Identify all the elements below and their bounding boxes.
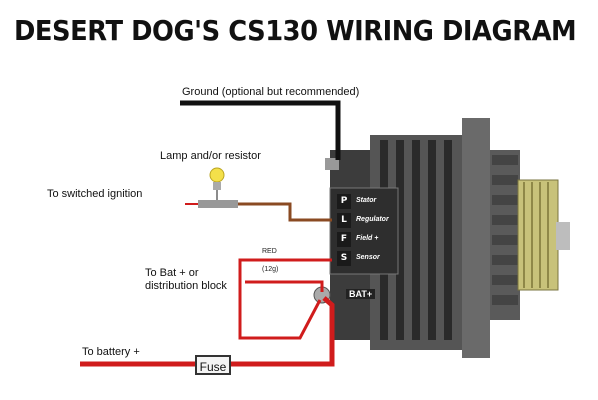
page-title: DESERT DOG'S CS130 WIRING DIAGRAM [14, 14, 577, 47]
shaft [556, 222, 570, 250]
ground-wire [180, 100, 341, 160]
bat-plus-label-line2: distribution block [145, 280, 227, 292]
resistor [198, 200, 238, 208]
bat-plus-terminal-label: BAT+ [346, 289, 376, 299]
bat-plus-label-line1: To Bat + or [145, 267, 199, 279]
lamp-label: Lamp and/or resistor [160, 150, 261, 162]
wire-color-label: RED [262, 248, 277, 255]
fan-blades [492, 155, 518, 305]
ground-bolt [325, 158, 339, 170]
fuse-to-bat-wire [231, 296, 335, 367]
pulley-grooves [523, 182, 549, 288]
terminal-f: F [337, 232, 351, 247]
terminal-p: P [337, 194, 351, 209]
lamp-base [213, 182, 221, 190]
battery-label: To battery + [82, 346, 140, 358]
terminal-s: S [337, 251, 351, 266]
terminal-f-name: Field + [356, 235, 379, 242]
terminal-s-name: Sensor [356, 254, 380, 261]
ignition-label: To switched ignition [47, 188, 143, 200]
alternator-front-housing [462, 118, 490, 358]
lamp-regulator-wire [238, 202, 332, 222]
fuse: Fuse [195, 355, 231, 375]
terminal-l: L [337, 213, 351, 228]
terminal-p-name: Stator [356, 197, 377, 204]
wire-gauge-label: (12g) [262, 266, 279, 273]
ground-label: Ground (optional but recommended) [182, 86, 360, 98]
lamp-bulb [209, 167, 225, 183]
terminal-l-name: Regulator [356, 216, 389, 223]
distribution-wire [245, 280, 324, 292]
sensor-wire [238, 258, 332, 340]
